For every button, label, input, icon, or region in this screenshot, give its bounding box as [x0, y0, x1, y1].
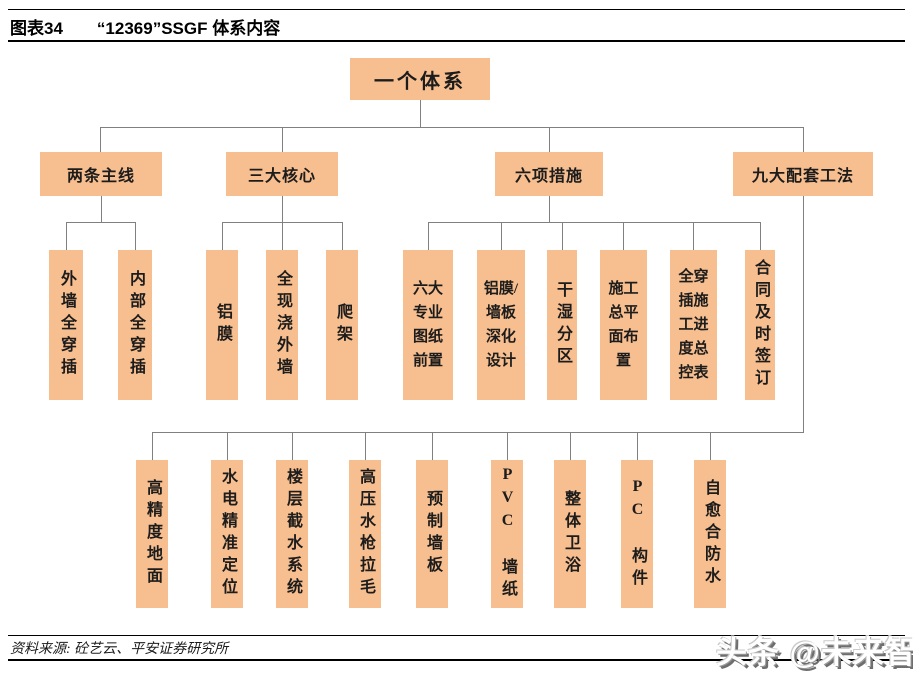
source-note: 资料来源: 砼艺云、平安证券研究所 — [10, 642, 229, 657]
connector — [570, 432, 571, 460]
connector — [432, 432, 433, 460]
figure-title-row: 图表34 “12369”SSGF 体系内容 — [10, 14, 280, 39]
footer-top-rule — [8, 635, 905, 636]
node-full-insertion-schedule-master-control: 全穿 插施 工进 度总 控表 — [670, 250, 717, 400]
connector — [623, 222, 624, 250]
connector — [100, 127, 101, 152]
connector — [100, 127, 804, 128]
connector — [562, 222, 563, 250]
connector — [549, 127, 550, 152]
node-mep-precise-positioning: 水电精准定位 — [211, 460, 243, 608]
node-pvc-wallpaper: PVC 墙纸 — [491, 460, 523, 608]
node-climbing-scaffold: 爬架 — [326, 250, 358, 400]
connector — [152, 432, 153, 460]
branch-nine-supporting-methods: 九大配套工法 — [733, 152, 873, 196]
node-interior-full-insertion: 内部全穿插 — [118, 250, 152, 400]
node-cast-in-place-exterior-wall: 全现浇外墙 — [266, 250, 298, 400]
connector — [365, 432, 366, 460]
connector — [693, 222, 694, 250]
connector — [501, 222, 502, 250]
node-unit-bathroom: 整体卫浴 — [554, 460, 586, 608]
node-site-general-layout-plan: 施工 总平 面布 置 — [600, 250, 647, 400]
node-timely-contract-signing: 合同及时签订 — [745, 250, 775, 400]
watermark-text: 头条 @未来智库 — [716, 635, 913, 670]
branch-two-main-lines: 两条主线 — [40, 152, 162, 196]
node-formwork-wall-panel-deepened-design: 铝膜/ 墙板 深化 设计 — [477, 250, 525, 400]
connector — [428, 222, 761, 223]
footer-bottom-rule — [8, 659, 905, 661]
branch-six-measures: 六项措施 — [495, 152, 603, 196]
connector — [428, 222, 429, 250]
node-precast-wall-panel: 预制墙板 — [416, 460, 448, 608]
connector — [66, 222, 136, 223]
connector — [282, 196, 283, 250]
connector — [760, 222, 761, 250]
title-underline-rule — [8, 40, 905, 42]
node-exterior-wall-full-insertion: 外墙全穿插 — [49, 250, 83, 400]
connector — [292, 432, 293, 460]
connector — [227, 432, 228, 460]
connector — [637, 432, 638, 460]
connector — [710, 432, 711, 460]
connector — [66, 222, 67, 250]
node-high-pressure-water-roughening: 高压水枪拉毛 — [349, 460, 381, 608]
node-pc-components: PC 构件 — [621, 460, 653, 608]
node-six-discipline-drawings-upfront: 六大 专业 图纸 前置 — [403, 250, 453, 400]
connector — [222, 222, 223, 250]
top-rule — [8, 9, 905, 10]
node-root-system: 一个体系 — [350, 58, 490, 100]
connector — [135, 222, 136, 250]
node-high-precision-floor: 高精度地面 — [136, 460, 168, 608]
node-floor-water-cutoff-system: 楼层截水系统 — [276, 460, 308, 608]
connector — [342, 222, 343, 250]
connector — [101, 196, 102, 222]
connector — [803, 127, 804, 152]
node-self-healing-waterproofing: 自愈合防水 — [694, 460, 726, 608]
connector — [507, 432, 508, 460]
connector — [152, 432, 804, 433]
connector — [803, 196, 804, 433]
branch-three-cores: 三大核心 — [226, 152, 338, 196]
node-dry-wet-zoning: 干湿分区 — [547, 250, 577, 400]
connector — [282, 127, 283, 152]
figure-label: 图表34 — [10, 19, 63, 38]
connector — [222, 222, 343, 223]
connector — [420, 100, 421, 127]
connector — [549, 196, 550, 222]
node-aluminum-formwork: 铝膜 — [206, 250, 238, 400]
page-title: “12369”SSGF 体系内容 — [96, 19, 281, 38]
